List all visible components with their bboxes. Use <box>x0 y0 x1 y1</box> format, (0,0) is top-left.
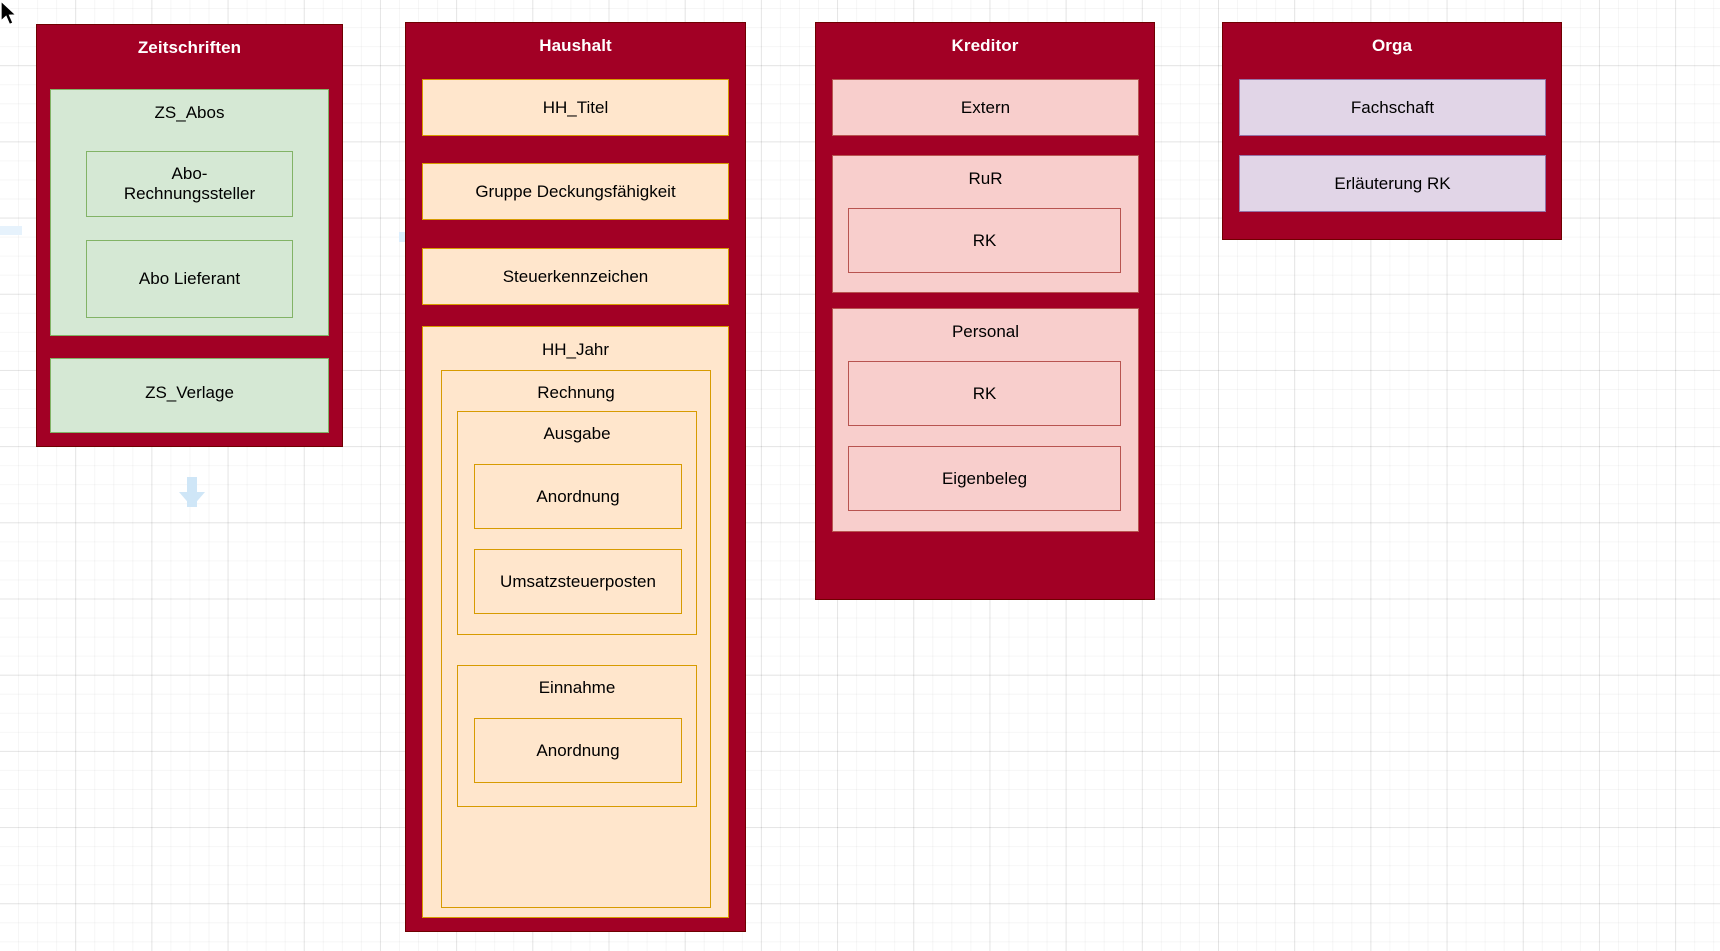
node-label-hh-titel: HH_Titel <box>542 98 609 117</box>
node-personal-rk[interactable]: RK <box>848 361 1121 426</box>
node-label-hh-jahr: HH_Jahr <box>541 340 610 359</box>
node-ausgabe-anordnung[interactable]: Anordnung <box>474 464 682 529</box>
node-label-abo-lieferant: Abo Lieferant <box>138 269 241 288</box>
lane-title-haushalt: Haushalt <box>539 36 612 55</box>
node-label-zs-abos: ZS_Abos <box>154 103 225 122</box>
mouse-cursor-icon <box>0 0 18 26</box>
node-label-rur-rk: RK <box>972 231 997 250</box>
connection-hint-left-stub[interactable] <box>0 226 22 235</box>
node-hh-titel[interactable]: HH_Titel <box>422 79 729 136</box>
node-eigenbeleg[interactable]: Eigenbeleg <box>848 446 1121 511</box>
node-label-gruppe-deckungsfaehigkeit: Gruppe Deckungsfähigkeit <box>475 182 676 201</box>
node-label-eigenbeleg: Eigenbeleg <box>941 469 1028 488</box>
node-label-rechnung: Rechnung <box>537 383 615 402</box>
node-umsatzsteuerposten[interactable]: Umsatzsteuerposten <box>474 549 682 614</box>
connection-hint-down-stem <box>187 477 197 507</box>
node-einnahme-anordnung[interactable]: Anordnung <box>474 718 682 783</box>
node-label-extern: Extern <box>960 98 1011 117</box>
node-label-personal: Personal <box>951 322 1020 341</box>
lane-title-orga: Orga <box>1371 36 1413 55</box>
connection-hint-down-arrow[interactable] <box>179 477 205 507</box>
node-label-ausgabe: Ausgabe <box>543 424 611 443</box>
node-abo-rechnungssteller[interactable]: Abo- Rechnungssteller <box>86 151 293 217</box>
node-rur-rk[interactable]: RK <box>848 208 1121 273</box>
node-label-erlaeuterung-rk: Erläuterung RK <box>1334 174 1451 193</box>
node-label-einnahme: Einnahme <box>538 678 616 697</box>
node-label-abo-rechnungssteller: Abo- Rechnungssteller <box>123 164 256 203</box>
node-label-einnahme-anordnung: Anordnung <box>536 741 620 760</box>
node-abo-lieferant[interactable]: Abo Lieferant <box>86 240 293 318</box>
node-label-umsatzsteuerposten: Umsatzsteuerposten <box>500 572 656 591</box>
lane-title-zeitschriften: Zeitschriften <box>137 38 242 57</box>
node-label-ausgabe-anordnung: Anordnung <box>536 487 620 506</box>
node-label-rur: RuR <box>968 169 1003 188</box>
node-label-personal-rk: RK <box>972 384 997 403</box>
lane-title-kreditor: Kreditor <box>951 36 1019 55</box>
node-label-fachschaft: Fachschaft <box>1350 98 1435 117</box>
node-extern[interactable]: Extern <box>832 79 1139 136</box>
node-label-zs-verlage: ZS_Verlage <box>145 383 234 402</box>
node-gruppe-deckungsfaehigkeit[interactable]: Gruppe Deckungsfähigkeit <box>422 163 729 220</box>
node-erlaeuterung-rk[interactable]: Erläuterung RK <box>1239 155 1546 212</box>
node-label-steuerkennzeichen: Steuerkennzeichen <box>502 267 649 286</box>
node-zs-verlage[interactable]: ZS_Verlage <box>50 358 329 433</box>
node-fachschaft[interactable]: Fachschaft <box>1239 79 1546 136</box>
node-steuerkennzeichen[interactable]: Steuerkennzeichen <box>422 248 729 305</box>
